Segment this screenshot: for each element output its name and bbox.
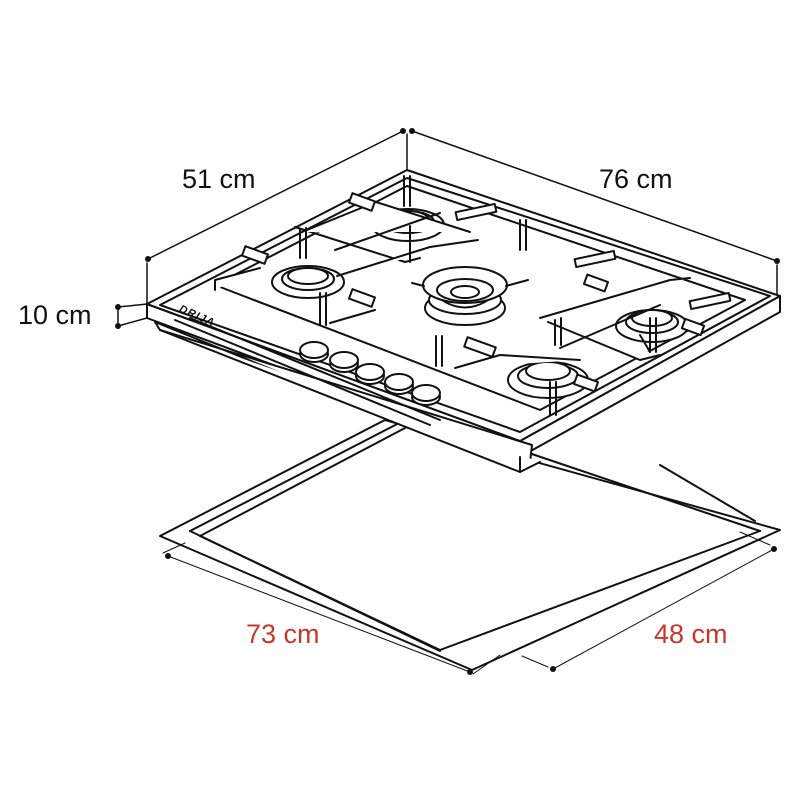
burner-center-wok: [412, 267, 528, 325]
knob-4: [385, 374, 413, 394]
product-width-label: 76 cm: [599, 164, 673, 194]
product-height-label: 10 cm: [18, 300, 92, 330]
burner-front-left: [272, 266, 344, 298]
knob-3: [356, 364, 384, 384]
cutout-width-label: 73 cm: [246, 619, 320, 649]
cutout-dimension-lines: [163, 532, 777, 675]
cutout-frame: [160, 420, 780, 670]
product-dimension-lines: [115, 128, 780, 329]
burner-rear-right: [616, 310, 688, 342]
cutout-depth-label: 48 cm: [654, 619, 728, 649]
knob-5: [412, 385, 440, 405]
pan-supports: [215, 176, 732, 415]
knob-1: [300, 342, 328, 362]
control-knobs: [300, 342, 440, 405]
product-depth-label: 51 cm: [182, 164, 256, 194]
knob-2: [330, 352, 358, 372]
